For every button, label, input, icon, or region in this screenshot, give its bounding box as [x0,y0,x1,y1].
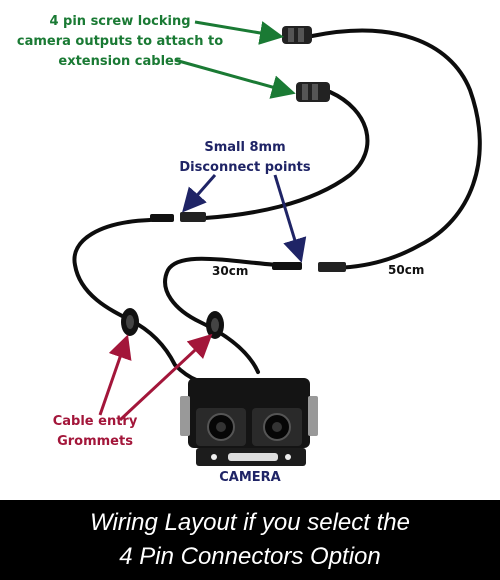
connector-middle [296,82,330,102]
cable-mid-loop [163,256,292,374]
camera-label: CAMERA [219,470,281,485]
camera-unit [180,378,318,466]
arrow-connector-middle [174,58,296,99]
arrow-grommet-left [98,334,132,416]
grommet-right [206,311,224,339]
caption-line-1: Wiring Layout if you select the [90,509,410,536]
arrow-connector-top [194,20,284,45]
arrow-disconnect-2 [273,174,307,263]
wiring-illustration [72,20,482,466]
disconnect-note: Small 8mm Disconnect points [179,140,311,175]
grommet-left [121,308,139,336]
connector-top [282,26,312,44]
wiring-diagram: 4 pin screw locking camera outputs to at… [16,14,482,485]
grommet-note: Cable entry Grommets [52,414,138,449]
disconnect-point-1 [150,212,206,222]
arrow-disconnect-1 [182,174,217,213]
caption-line-2: 4 Pin Connectors Option [119,543,381,570]
length-50cm-label: 50cm [388,263,425,277]
cable-long [310,28,482,270]
length-30cm-label: 30cm [212,264,249,278]
disconnect-point-2 [272,262,346,272]
cable-left-loop [72,218,217,385]
cable-short [203,90,370,220]
caption-banner: Wiring Layout if you select the 4 Pin Co… [0,500,500,580]
connector-note: 4 pin screw locking camera outputs to at… [16,14,224,69]
arrow-grommet-right [118,333,213,422]
